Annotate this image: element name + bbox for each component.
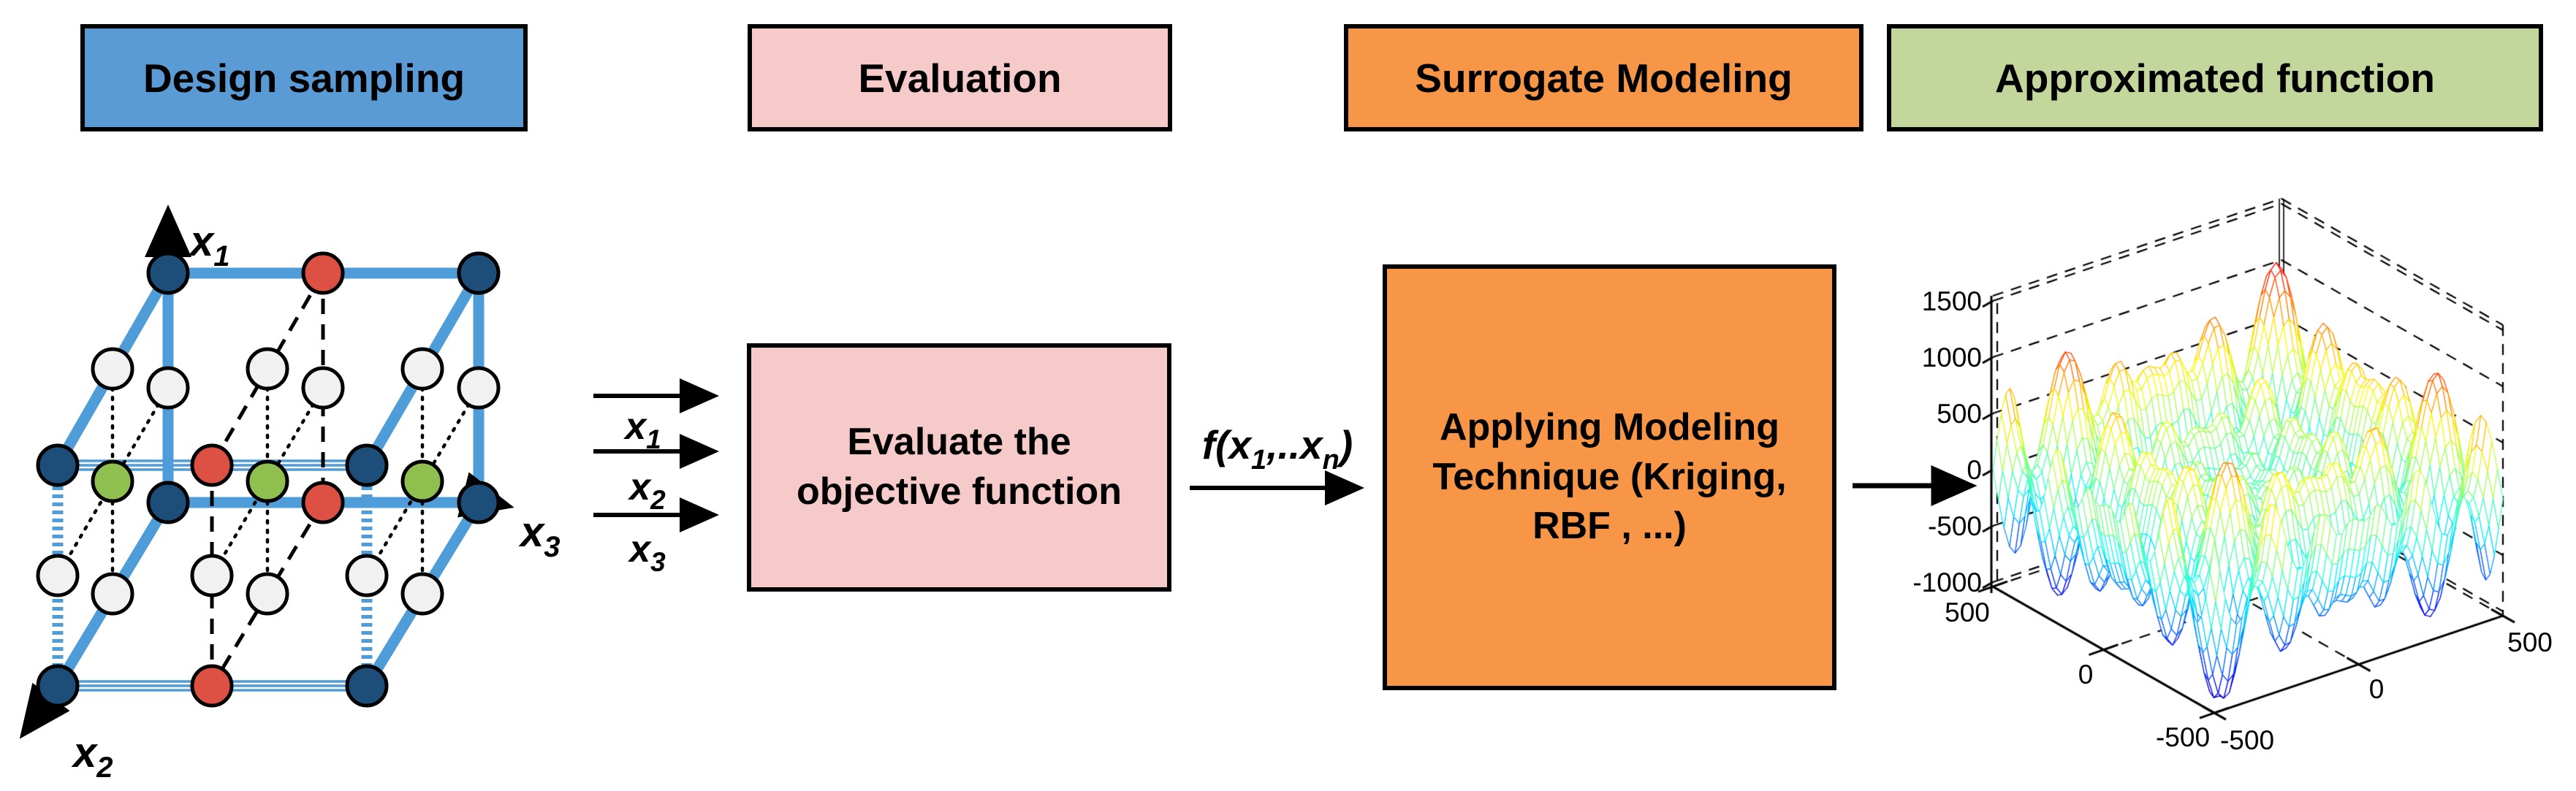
x2-axis-arrow — [19, 682, 70, 739]
x-tick-m500: -500 — [2156, 722, 2210, 752]
design-sampling-cube-figure: x1 x2 x3 — [19, 205, 561, 784]
sample-points-green — [91, 459, 444, 503]
cube-axis-label-x3-sub: 3 — [544, 531, 560, 563]
stage-header-design-sampling: Design sampling — [80, 24, 528, 131]
stage-header-approximated-function-label: Approximated function — [1995, 55, 2435, 101]
cube-axis-label-x2: x2 — [71, 729, 113, 784]
z-tick-500: 500 — [1937, 399, 1982, 429]
surrogate-technique-box-label: Applying Modeling Technique (Kriging, RB… — [1432, 406, 1787, 548]
evaluate-objective-box-label: Evaluate the objective function — [797, 421, 1122, 513]
plot-x-tick-labels: 500 0 -500 — [1945, 597, 2210, 752]
f-output-label-p1: f(x — [1202, 422, 1253, 467]
z-tick-m1000: -1000 — [1912, 568, 1982, 597]
x-tick-0: 0 — [2078, 660, 2094, 689]
input-label-x3-sub: 3 — [650, 547, 666, 577]
cube-axis-label-x1-sub: 1 — [213, 240, 229, 272]
sample-points-red — [190, 251, 345, 708]
input-label-x2-base: x — [627, 466, 652, 508]
cube-axis-label-x1: x1 — [188, 218, 230, 272]
input-label-x1-sub: 1 — [646, 424, 661, 454]
evaluate-objective-box: Evaluate the objective function — [747, 343, 1171, 592]
x-tick-500: 500 — [1945, 597, 1990, 627]
stage-header-surrogate-modeling-label: Surrogate Modeling — [1415, 55, 1793, 101]
y-tick-0: 0 — [2369, 674, 2385, 704]
input-label-x2-sub: 2 — [650, 485, 666, 515]
sample-points-corner — [36, 251, 501, 708]
y-tick-500: 500 — [2507, 627, 2553, 657]
stage-header-surrogate-modeling: Surrogate Modeling — [1344, 24, 1863, 131]
cube-axes: x1 x2 x3 — [19, 205, 561, 784]
input-label-x1-base: x — [623, 405, 647, 448]
z-tick-m500: -500 — [1928, 511, 1982, 541]
plot-z-tick-labels: 1500 1000 500 0 -500 -1000 — [1912, 286, 1982, 597]
sample-points-white — [36, 347, 501, 616]
z-tick-0: 0 — [1967, 455, 1982, 485]
surrogate-technique-box: Applying Modeling Technique (Kriging, RB… — [1383, 264, 1836, 690]
f-output-label-s1: 1 — [1251, 445, 1266, 475]
stage-header-evaluation: Evaluation — [748, 24, 1172, 131]
input-label-x3-base: x — [627, 528, 652, 570]
f-output-label-s2: n — [1323, 445, 1340, 475]
f-output-label-p2: ,..x — [1266, 422, 1324, 467]
input-label-x3: x3 — [627, 528, 666, 577]
cube-axis-label-x3-base: x — [518, 508, 546, 556]
surface-plot-canvas — [1900, 168, 2576, 791]
input-label-x1: x1 — [623, 405, 661, 454]
plot-y-tick-labels: -500 0 500 — [2220, 627, 2553, 755]
cube-axis-label-x2-sub: 2 — [96, 752, 113, 784]
input-label-x2: x2 — [627, 466, 666, 515]
stage-header-evaluation-label: Evaluation — [858, 55, 1062, 101]
cube-axis-label-x1-base: x — [188, 218, 216, 265]
stage-header-approximated-function: Approximated function — [1887, 24, 2543, 131]
cube-axis-label-x2-base: x — [71, 729, 99, 776]
stage-header-design-sampling-label: Design sampling — [143, 55, 466, 101]
f-output-label: f(x1,..xn) — [1202, 422, 1353, 475]
cube-axis-label-x3: x3 — [518, 508, 561, 563]
z-tick-1500: 1500 — [1922, 286, 1982, 316]
y-tick-m500: -500 — [2220, 725, 2274, 755]
z-tick-1000: 1000 — [1922, 343, 1982, 372]
f-output-label-p3: ) — [1336, 422, 1353, 467]
